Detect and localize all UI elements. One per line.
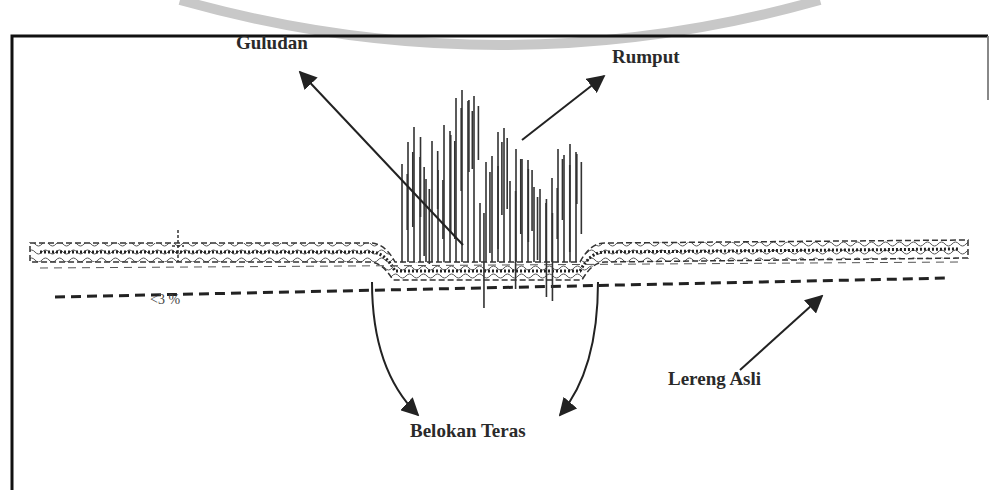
soil-band <box>30 240 968 280</box>
frame <box>987 36 989 100</box>
grass-blade <box>420 157 424 262</box>
original-slope <box>55 278 950 297</box>
slope-marker <box>172 230 184 262</box>
grass-blade <box>474 96 478 262</box>
grass-blade <box>468 101 472 262</box>
grass-blade <box>534 187 538 262</box>
grass-blade <box>558 149 562 262</box>
grass-blade <box>498 132 502 262</box>
grass-blade <box>408 142 413 262</box>
slope-label: <3 % <box>150 292 180 308</box>
leader-line <box>522 76 604 140</box>
part-label: Guludan <box>236 32 308 54</box>
grass <box>402 90 581 308</box>
part-label: Lereng Asli <box>668 368 761 390</box>
grass-blade <box>402 164 407 262</box>
grass-blade <box>480 203 484 308</box>
part-label: Belokan Teras <box>410 420 526 442</box>
leader-line <box>740 296 822 370</box>
grass-blade <box>516 149 521 262</box>
grass-blade <box>486 162 490 262</box>
dash-line <box>40 262 960 268</box>
grass-blade <box>432 141 438 262</box>
grass-blade <box>450 131 455 262</box>
grass-blade <box>510 181 516 289</box>
grass-blade <box>576 152 581 262</box>
leader-line <box>300 72 463 245</box>
grass-blade <box>528 160 532 262</box>
part-label: Rumput <box>612 46 680 68</box>
grass-blade <box>504 128 507 262</box>
grass-blade <box>552 178 557 262</box>
grass-blade <box>492 156 498 262</box>
leader-line <box>560 282 598 415</box>
grass-blade <box>438 170 443 262</box>
leader-line <box>372 282 418 415</box>
grass-blade <box>426 179 429 264</box>
frame <box>12 36 988 490</box>
grass-blade <box>564 155 570 262</box>
